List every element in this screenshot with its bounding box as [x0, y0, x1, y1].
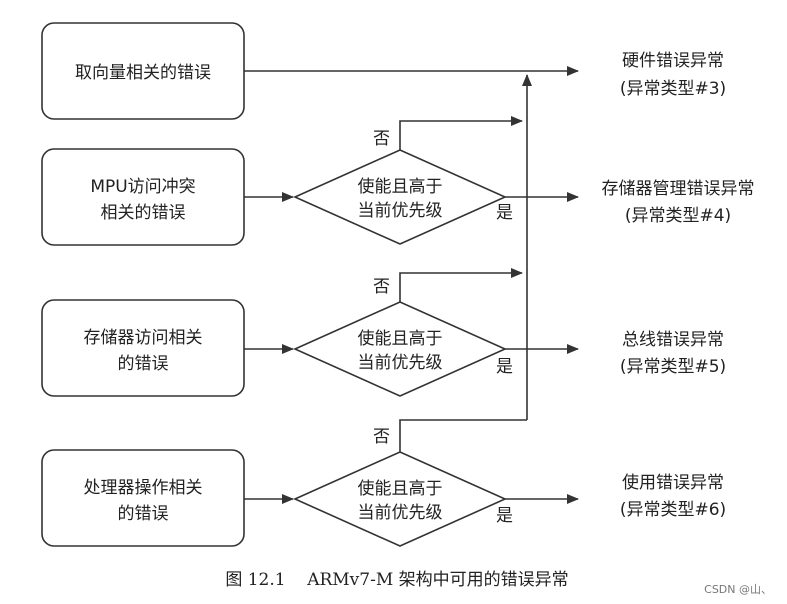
- decision-diamond-memory: [293, 301, 507, 397]
- decision-diamond-processor: [293, 451, 507, 547]
- decision-diamond-mpu: [293, 149, 507, 245]
- output-busfault-2: (异常类型#5): [620, 357, 726, 377]
- label-yes-3: 是: [496, 506, 513, 526]
- output-memmanage-1: 存储器管理错误异常: [602, 179, 755, 199]
- source-text-memory-1: 存储器访问相关: [84, 328, 203, 348]
- label-no-3: 否: [373, 427, 390, 447]
- arrow-no-mpu: [399, 116, 523, 150]
- output-usagefault-1: 使用错误异常: [622, 472, 724, 493]
- arrow-no-memory: [399, 268, 523, 302]
- source-text-mpu-2: 相关的错误: [101, 203, 186, 223]
- source-box-processor: [41, 449, 245, 547]
- decision-text-memory-2: 当前优先级: [358, 353, 443, 373]
- source-text-processor-2: 的错误: [118, 504, 169, 524]
- decision-text-mpu-1: 使能且高于: [358, 176, 443, 197]
- figure-caption: 图 12.1 ARMv7-M 架构中可用的错误异常: [225, 570, 568, 590]
- source-text-memory-2: 的错误: [118, 354, 169, 374]
- output-busfault-1: 总线错误异常: [622, 330, 724, 350]
- source-box-memory: [41, 299, 245, 397]
- watermark: CSDN @山、: [704, 583, 772, 596]
- decision-text-processor-1: 使能且高于: [358, 478, 443, 499]
- line-no-processor: [399, 419, 527, 452]
- output-hardfault-2: (异常类型#3): [620, 79, 726, 99]
- decision-text-mpu-2: 当前优先级: [358, 201, 443, 221]
- label-yes-2: 是: [496, 357, 513, 377]
- output-hardfault-1: 硬件错误异常: [622, 51, 724, 71]
- output-memmanage-2: (异常类型#4): [625, 206, 731, 226]
- output-usagefault-2: (异常类型#6): [620, 500, 726, 520]
- source-text-processor-1: 处理器操作相关: [84, 478, 203, 498]
- source-text-fetch-1: 取向量相关的错误: [75, 63, 211, 83]
- decision-text-processor-2: 当前优先级: [358, 503, 443, 523]
- source-box-mpu: [41, 148, 245, 246]
- decision-text-memory-1: 使能且高于: [358, 328, 443, 349]
- label-yes-1: 是: [496, 203, 513, 223]
- label-no-2: 否: [373, 277, 390, 297]
- source-text-mpu-1: MPU访问冲突: [90, 177, 195, 197]
- label-no-1: 否: [373, 129, 390, 149]
